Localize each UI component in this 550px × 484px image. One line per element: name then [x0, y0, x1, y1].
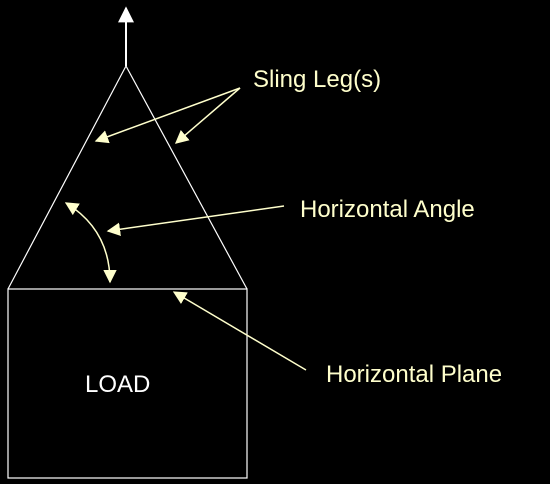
horizontal-plane-label: Horizontal Plane: [326, 361, 502, 388]
load-box: [7, 288, 248, 479]
sling-leg-pointer-left: [94, 87, 241, 144]
horizontal-angle-arc: [64, 202, 117, 284]
sling-legs-label: Sling Leg(s): [253, 66, 381, 93]
load-label: LOAD: [85, 371, 150, 398]
horizontal-angle-pointer: [106, 205, 285, 236]
sling-leg-pointer-right: [174, 87, 241, 144]
sling-leg-right: [125, 65, 248, 290]
sling-leg-left: [7, 65, 127, 290]
horizontal-plane-pointer: [172, 291, 307, 371]
horizontal-angle-label: Horizontal Angle: [300, 196, 475, 223]
